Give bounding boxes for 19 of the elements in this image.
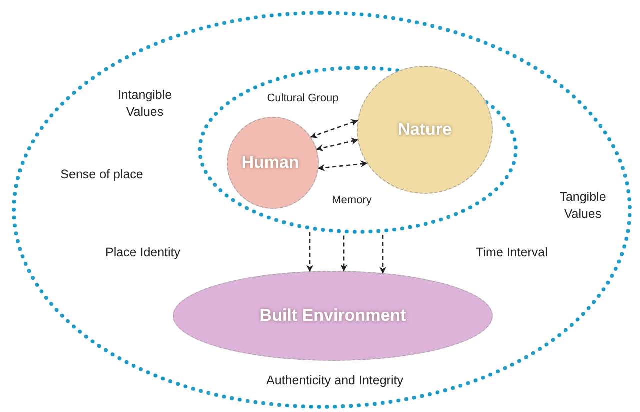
inner-dotted-ellipse bbox=[198, 66, 518, 234]
text-label: Authenticity and Integrity bbox=[266, 372, 404, 390]
node-label: Built Environment bbox=[260, 306, 406, 326]
text-label: Time Interval bbox=[476, 244, 548, 262]
double-headed-arrow bbox=[310, 120, 358, 138]
arrow bbox=[340, 236, 348, 272]
arrow bbox=[306, 232, 314, 272]
node-label: Nature bbox=[398, 120, 452, 140]
text-label: Cultural Group bbox=[267, 92, 339, 106]
double-headed-arrow bbox=[318, 160, 368, 172]
text-label: Intangible Values bbox=[116, 87, 174, 121]
text-label: Sense of place bbox=[60, 166, 144, 184]
node-label: Human bbox=[242, 153, 300, 173]
text-label: Tangible Values bbox=[558, 189, 608, 223]
arrow bbox=[380, 235, 386, 274]
outer-dotted-ellipse bbox=[12, 11, 632, 409]
double-headed-arrow bbox=[316, 138, 358, 152]
text-label: Place Identity bbox=[105, 244, 181, 262]
text-label: Memory bbox=[332, 194, 372, 208]
